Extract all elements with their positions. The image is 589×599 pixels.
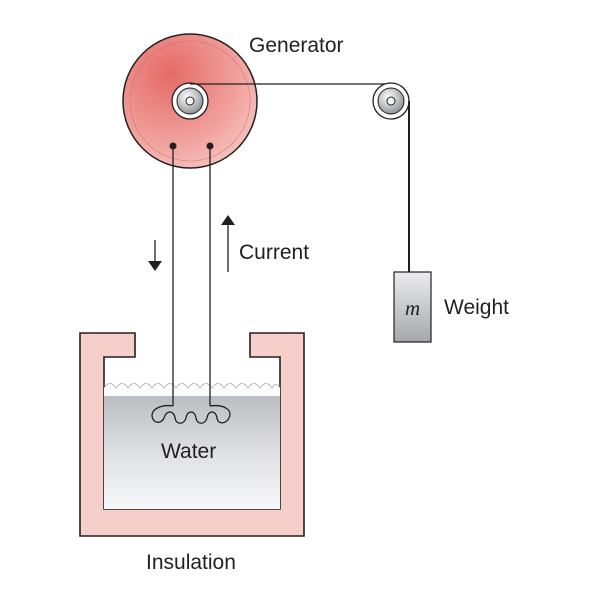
weight-label: Weight <box>444 296 509 319</box>
weight-block <box>393 271 432 343</box>
insulation-label: Insulation <box>146 551 236 574</box>
generator-label: Generator <box>249 34 344 57</box>
current-label: Current <box>239 241 310 264</box>
generator-rim <box>129 40 251 162</box>
pulley-axle <box>386 96 396 106</box>
heating-coil-icon <box>151 404 231 424</box>
mass-label: m <box>405 296 421 320</box>
water-surface-line <box>103 383 281 389</box>
water-body <box>104 387 280 509</box>
water-label: Water <box>161 440 217 463</box>
insulation-container <box>79 332 305 537</box>
water-surface <box>104 383 280 396</box>
generator-axle <box>185 96 195 106</box>
